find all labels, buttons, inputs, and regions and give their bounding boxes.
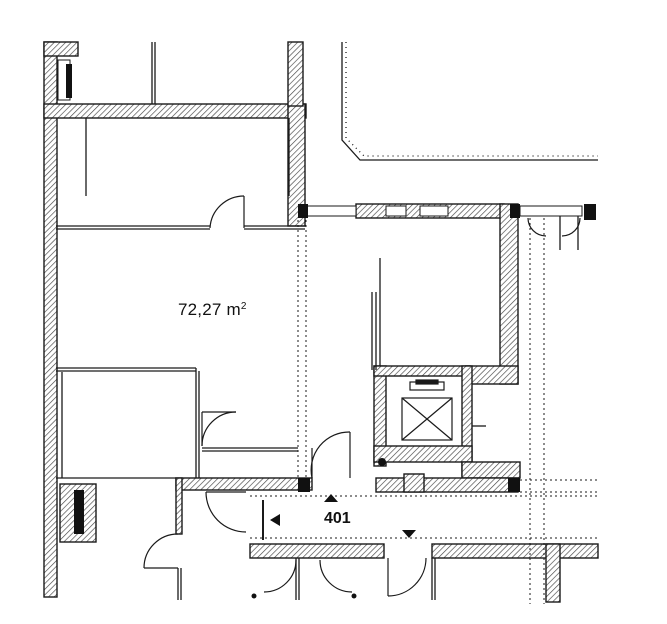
column-4 [298, 478, 310, 492]
marker-dot-1 [251, 593, 257, 599]
wall-stair-stub [403, 473, 425, 493]
column-6 [66, 64, 72, 98]
wall-corridor-lower [249, 543, 385, 559]
doors [143, 195, 581, 597]
column-3 [584, 204, 596, 220]
marker-dot-2 [351, 593, 357, 599]
column-5 [508, 478, 520, 492]
wall-shaft-top [373, 365, 471, 377]
arrow-down-icon [402, 530, 416, 538]
window-top-1 [305, 205, 357, 217]
room-area-unit-exponent: 2 [240, 301, 247, 312]
wall-upper-right-top [287, 41, 304, 107]
interior-lines [56, 42, 598, 604]
column-1 [298, 204, 308, 218]
wall-corridor-divider [175, 477, 183, 535]
wall-top-left-stub [43, 41, 79, 57]
wall-right-room-bottom [465, 365, 519, 385]
window-right-1 [519, 205, 583, 217]
windows [57, 59, 583, 217]
wall-shaft-bottom [373, 445, 473, 463]
columns [66, 64, 596, 534]
wall-right-room [499, 203, 519, 385]
wall-corridor-lower-right [431, 543, 599, 559]
window-top-3 [419, 205, 449, 217]
room-number-label: 401 [324, 510, 351, 527]
wall-corridor-upper-right [375, 477, 519, 493]
column-2 [510, 204, 520, 218]
markers [251, 494, 416, 599]
wall-top-interior [43, 103, 307, 119]
wall-shaft-bottom-right [461, 461, 521, 479]
room-area-value: 72,27 [178, 300, 222, 319]
wall-left-exterior [43, 41, 58, 598]
room-area-label: 72,27 m2 [178, 300, 247, 320]
walls [43, 41, 599, 603]
window-top-2 [385, 205, 407, 217]
wall-corridor-upper [175, 477, 313, 491]
column-8 [378, 458, 386, 466]
elevator [401, 379, 453, 441]
wall-bottom-right-vertical [545, 543, 561, 603]
room-area-unit: m [226, 300, 241, 319]
column-7 [74, 490, 84, 534]
arrow-left-icon [270, 514, 280, 526]
arrow-up-icon [324, 494, 338, 502]
